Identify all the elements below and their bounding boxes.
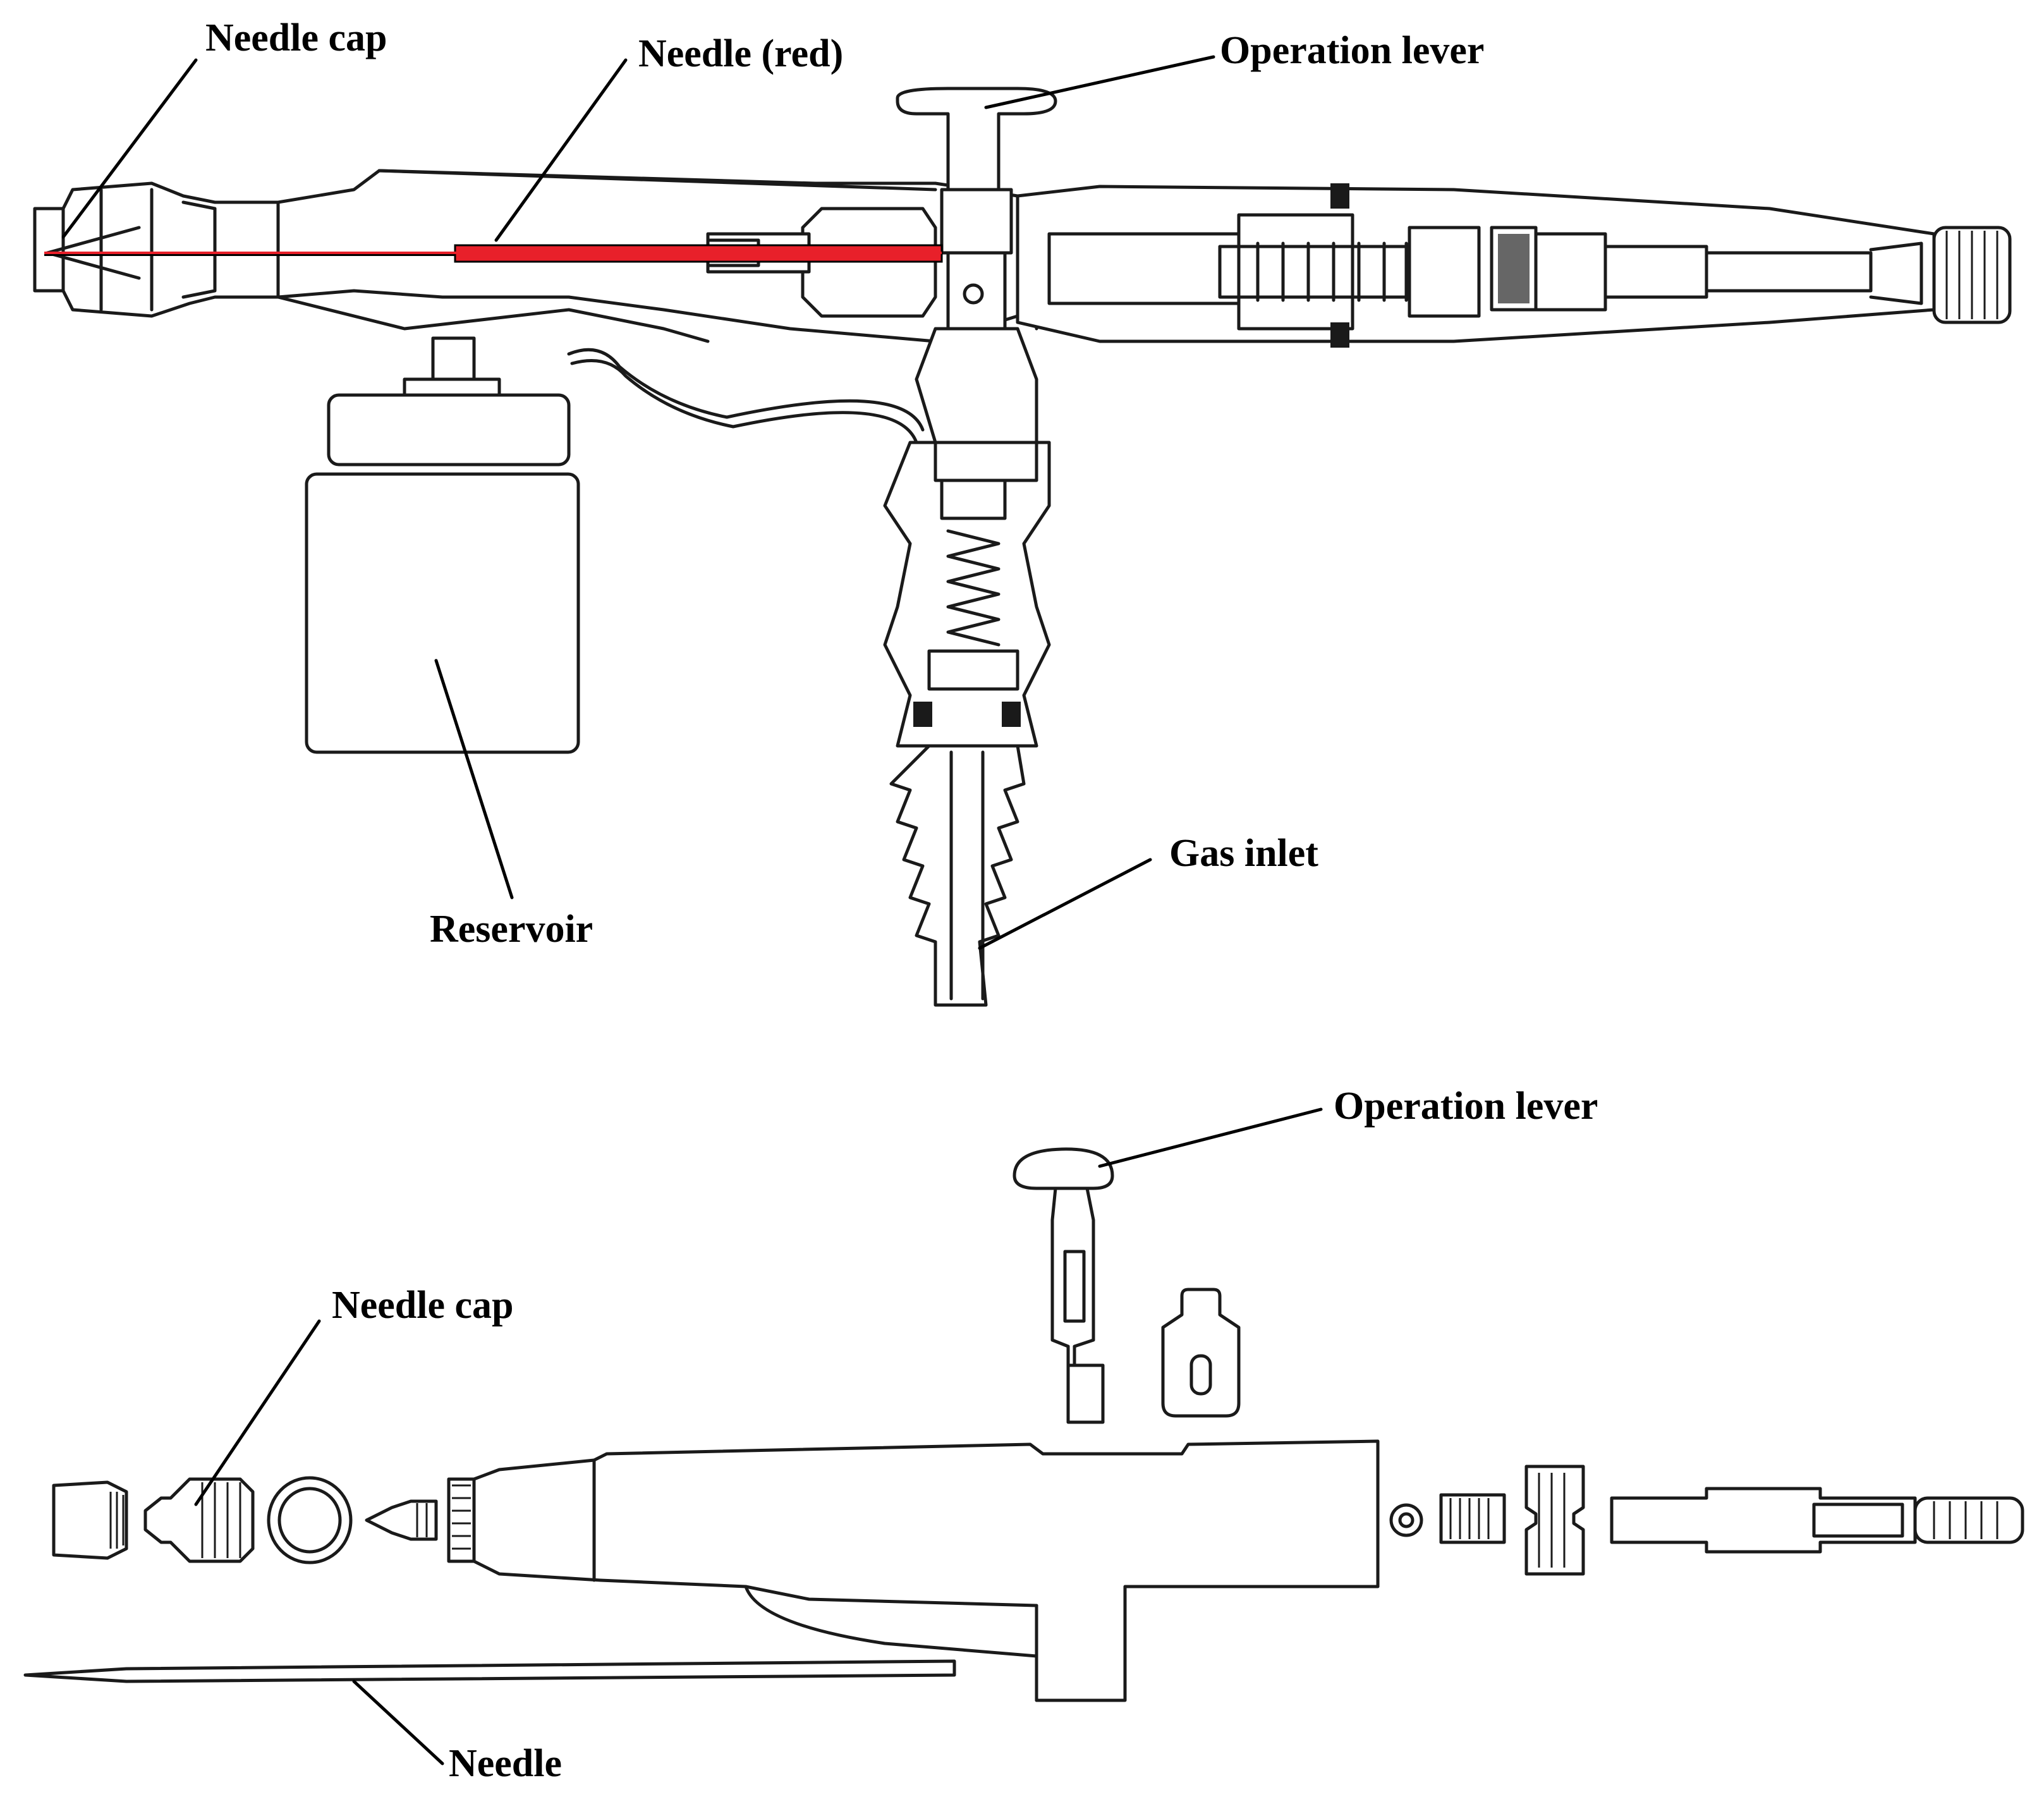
nozzle-assembly — [33, 181, 280, 318]
label-needle: Needle — [449, 1742, 562, 1785]
label-operation-lever-exploded: Operation lever — [1334, 1085, 1598, 1128]
label-gas-inlet: Gas inlet — [1169, 832, 1318, 875]
exploded-body — [472, 1439, 1380, 1702]
exploded-operation-lever — [1013, 1147, 1114, 1424]
rear-body — [1016, 183, 2012, 348]
exploded-rear-parts — [1389, 1465, 2024, 1576]
reservoir — [305, 336, 925, 754]
exploded-labels: Operation lever Needle cap Needle — [332, 1085, 1598, 1785]
exploded-nozzle-parts — [52, 1476, 476, 1564]
label-needle-red: Needle (red) — [638, 32, 843, 75]
operation-lever-assembly — [896, 87, 1057, 444]
exploded-needle — [23, 1659, 956, 1683]
assembled-leader-lines — [61, 55, 1215, 950]
assembled-labels: Needle cap Needle (red) Operation lever … — [205, 16, 1484, 951]
o-ring — [267, 1476, 353, 1564]
exploded-view: Operation lever Needle cap Needle — [23, 1085, 2024, 1785]
exploded-leader-lines — [194, 1107, 1323, 1765]
label-reservoir: Reservoir — [430, 908, 593, 951]
label-needle-cap: Needle cap — [205, 16, 387, 59]
needle-red — [44, 244, 943, 263]
assembled-view: Needle cap Needle (red) Operation lever … — [33, 16, 2012, 1007]
spring-coils — [1218, 241, 1411, 302]
gas-inlet-fitting — [883, 441, 1051, 1007]
label-operation-lever: Operation lever — [1220, 29, 1484, 72]
label-needle-cap-exploded: Needle cap — [332, 1284, 514, 1327]
inlet-spring — [946, 529, 1001, 647]
exploded-valve-piece — [1161, 1288, 1241, 1418]
